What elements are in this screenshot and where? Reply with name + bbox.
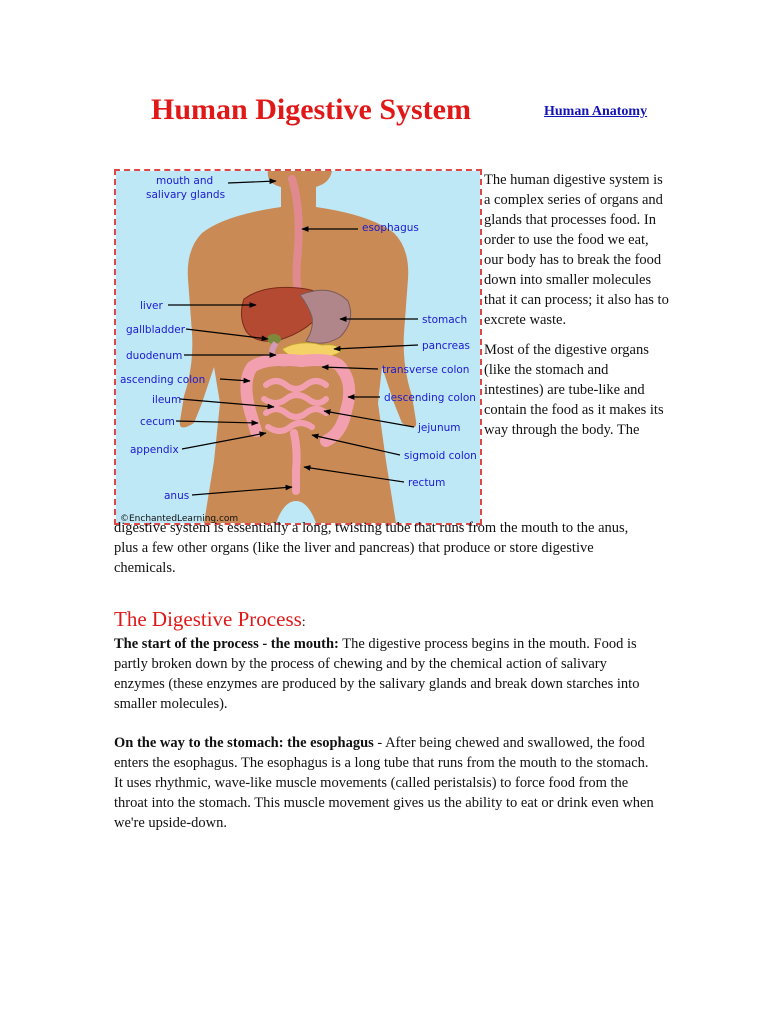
gallbladder-organ xyxy=(267,334,281,344)
label-appendix: appendix xyxy=(130,444,179,456)
label-transverse-colon: transverse colon xyxy=(382,364,469,376)
label-pancreas: pancreas xyxy=(422,340,470,352)
label-gallbladder: gallbladder xyxy=(126,324,186,336)
human-anatomy-link[interactable]: Human Anatomy xyxy=(544,104,648,119)
colon-organ xyxy=(240,353,356,447)
label-sigmoid-colon: sigmoid colon xyxy=(404,450,477,462)
section-title-colon: : xyxy=(301,615,306,630)
label-ileum: ileum xyxy=(152,394,181,406)
label-jejunum: jejunum xyxy=(417,422,461,434)
label-rectum: rectum xyxy=(408,477,445,489)
mouth-paragraph: The start of the process - the mouth: Th… xyxy=(114,634,659,714)
label-anus: anus xyxy=(164,490,189,502)
section-title: The Digestive Process: xyxy=(114,607,306,632)
rectum-organ xyxy=(290,429,301,495)
label-duodenum: duodenum xyxy=(126,350,182,362)
label-stomach: stomach xyxy=(422,314,467,326)
intro-paragraph-2-start: Most of the digestive organs (like the s… xyxy=(484,342,664,438)
stomach-organ xyxy=(299,289,352,344)
intro-paragraph-1: The human digestive system is a complex … xyxy=(484,172,669,328)
small-intestine-organ xyxy=(261,378,329,434)
copyright-text: ©EnchantedLearning.com xyxy=(120,514,238,523)
label-liver: liver xyxy=(140,300,164,312)
mouth-text: The digestive process begins in the mout… xyxy=(114,636,640,712)
pointer-lines xyxy=(168,178,419,496)
label-salivary-glands-2: salivary glands xyxy=(146,189,225,201)
esophagus-heading: On the way to the stomach: the esophagus xyxy=(114,735,374,751)
label-esophagus: esophagus xyxy=(362,222,419,234)
page-title: Human Digestive System xyxy=(151,93,471,126)
label-cecum: cecum xyxy=(140,416,175,428)
esophagus-paragraph: On the way to the stomach: the esophagus… xyxy=(114,733,659,833)
label-mouth: mouth and xyxy=(156,175,213,187)
mouth-heading: The start of the process - the mouth: xyxy=(114,636,339,652)
label-descending-colon: descending colon xyxy=(384,392,476,404)
label-ascending-colon: ascending colon xyxy=(120,374,205,386)
intro-paragraph-2-continuation: digestive system is essentially a long, … xyxy=(114,520,629,576)
esophagus-text: - After being chewed and swallowed, the … xyxy=(114,735,654,831)
digestive-system-diagram: mouth and salivary glands esophagus live… xyxy=(114,169,482,525)
section-title-text: The Digestive Process xyxy=(114,607,302,631)
intro-side-text: The human digestive system is a complex … xyxy=(484,170,670,450)
